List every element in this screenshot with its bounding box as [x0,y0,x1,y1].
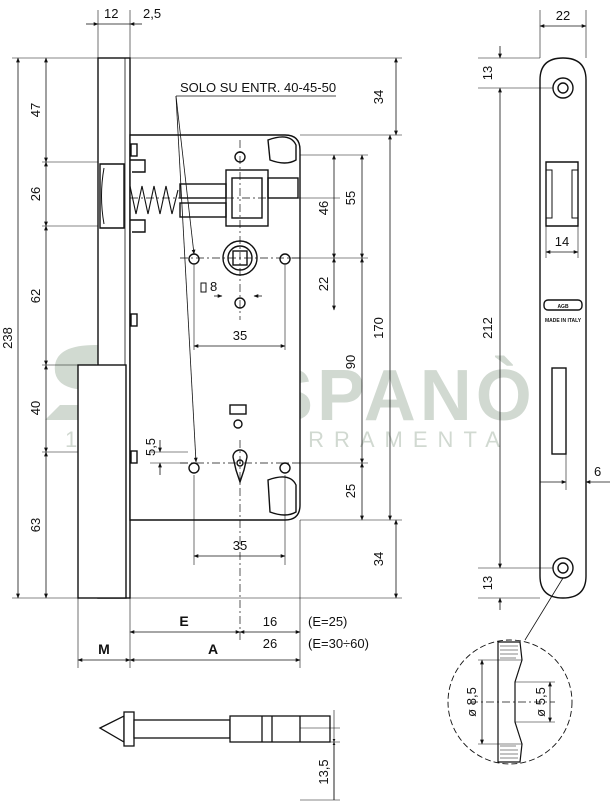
dim-seg-63: 63 [28,518,43,532]
label-M: M [98,641,110,657]
dim-side-bottom: 13 [480,576,495,590]
dim-A-note: (E=30÷60) [308,636,369,651]
dim-top-34: 34 [371,90,386,104]
dim-faceplate-width: 12 [104,6,118,21]
dim-seg-47: 47 [28,103,43,117]
dim-hole-spacing-bottom: 35 [233,538,247,553]
dim-seg-26: 26 [28,187,43,201]
dim-seg-62: 62 [28,289,43,303]
lock-body [100,135,300,520]
label-E: E [179,613,188,629]
dim-bottom-34: 34 [371,552,386,566]
dim-outer-diameter: ø 8,5 [464,687,479,717]
dim-inner-diameter: ø 5,5 [533,687,548,717]
dim-total-height: 238 [0,327,15,349]
dim-90: 90 [343,355,358,369]
label-A: A [208,641,218,657]
front-faceplate [78,58,130,598]
dim-slot-width: 14 [555,234,569,249]
dim-side-width: 22 [556,8,570,23]
dim-25: 25 [343,484,358,498]
latch-bolt-view [100,712,330,746]
dim-46: 46 [316,201,331,215]
dim-E-value: 16 [263,614,277,629]
dim-latch-height: 13,5 [316,759,331,784]
dim-A-value: 26 [263,636,277,651]
watermark-brand: SPANÒ [265,355,536,436]
dim-seg-40: 40 [28,401,43,415]
side-made-in: MADE IN ITALY [545,318,582,324]
dim-22: 22 [316,277,331,291]
dim-hole-spacing-top: 35 [233,328,247,343]
dim-faceplate-offset: 2,5 [143,6,161,21]
dim-side-height: 212 [480,317,495,339]
dim-55: 55 [343,191,358,205]
side-logo-text: AGB [557,304,569,310]
dim-E-note: (E=25) [308,614,347,629]
note-solo-entrata: SOLO SU ENTR. 40-45-50 [180,80,336,95]
dim-170: 170 [371,317,386,339]
dim-hole-offset: 5,5 [143,438,158,456]
dim-hole-8: 8 [210,279,217,294]
detail-view [448,578,572,764]
side-faceplate [540,58,586,598]
dim-side-offset: 6 [594,464,601,479]
dim-side-top: 13 [480,66,495,80]
